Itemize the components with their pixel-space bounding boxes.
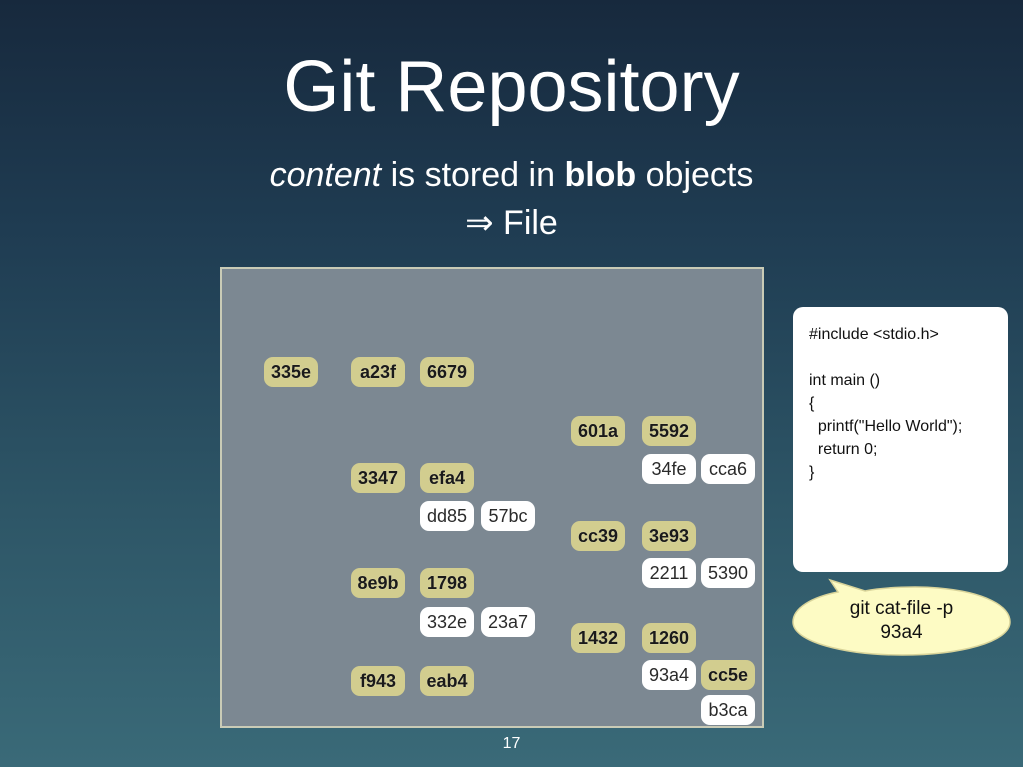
- object-5592: 5592: [642, 416, 696, 446]
- code-line: {: [809, 395, 815, 412]
- code-line: }: [809, 464, 815, 481]
- object-3e93: 3e93: [642, 521, 696, 551]
- object-601a: 601a: [571, 416, 625, 446]
- object-23a7: 23a7: [481, 607, 535, 637]
- subtitle-italic: content: [269, 156, 382, 194]
- object-2211: 2211: [642, 558, 696, 588]
- blob-content-box: #include <stdio.h> int main () { printf(…: [793, 307, 1008, 572]
- object-efa4: efa4: [420, 463, 474, 493]
- slide-subtitle-file: ⇒ File: [465, 204, 558, 242]
- object-b3ca: b3ca: [701, 695, 755, 725]
- object-1798: 1798: [420, 568, 474, 598]
- callout-text: git cat-file -p 93a4: [790, 597, 1013, 645]
- object-3347: 3347: [351, 463, 405, 493]
- object-cc39: cc39: [571, 521, 625, 551]
- code-line: #include <stdio.h>: [809, 326, 939, 343]
- object-93a4: 93a4: [642, 660, 696, 690]
- callout-bubble-shape: [792, 578, 1011, 656]
- object-cca6: cca6: [701, 454, 755, 484]
- object-34fe: 34fe: [642, 454, 696, 484]
- subtitle-text2: objects: [636, 156, 754, 194]
- command-callout: git cat-file -p 93a4: [790, 572, 1013, 658]
- object-6679: 6679: [420, 357, 474, 387]
- object-f943: f943: [351, 666, 405, 696]
- object-57bc: 57bc: [481, 501, 535, 531]
- code-line: [809, 346, 1008, 369]
- object-cc5e: cc5e: [701, 660, 755, 690]
- code-line: int main (): [809, 372, 881, 389]
- callout-line1: git cat-file -p: [849, 598, 954, 619]
- object-store-panel: 335e a23f 6679 601a 5592 34fe cca6 3347 …: [220, 267, 764, 728]
- object-332e: 332e: [420, 607, 474, 637]
- object-1260: 1260: [642, 623, 696, 653]
- object-8e9b: 8e9b: [351, 568, 405, 598]
- subtitle-bold: blob: [564, 156, 637, 194]
- object-335e: 335e: [264, 357, 318, 387]
- code-line: printf("Hello World");: [809, 418, 963, 435]
- subtitle-text1: is stored in: [381, 156, 565, 194]
- object-dd85: dd85: [420, 501, 474, 531]
- slide-title: Git Repository: [283, 47, 740, 127]
- object-5390: 5390: [701, 558, 755, 588]
- object-eab4: eab4: [420, 666, 474, 696]
- page-number: 17: [502, 735, 521, 752]
- object-1432: 1432: [571, 623, 625, 653]
- slide-subtitle: content is stored in blob objects: [0, 154, 1023, 196]
- callout-line2: 93a4: [880, 622, 923, 643]
- object-a23f: a23f: [351, 357, 405, 387]
- code-line: return 0;: [809, 441, 878, 458]
